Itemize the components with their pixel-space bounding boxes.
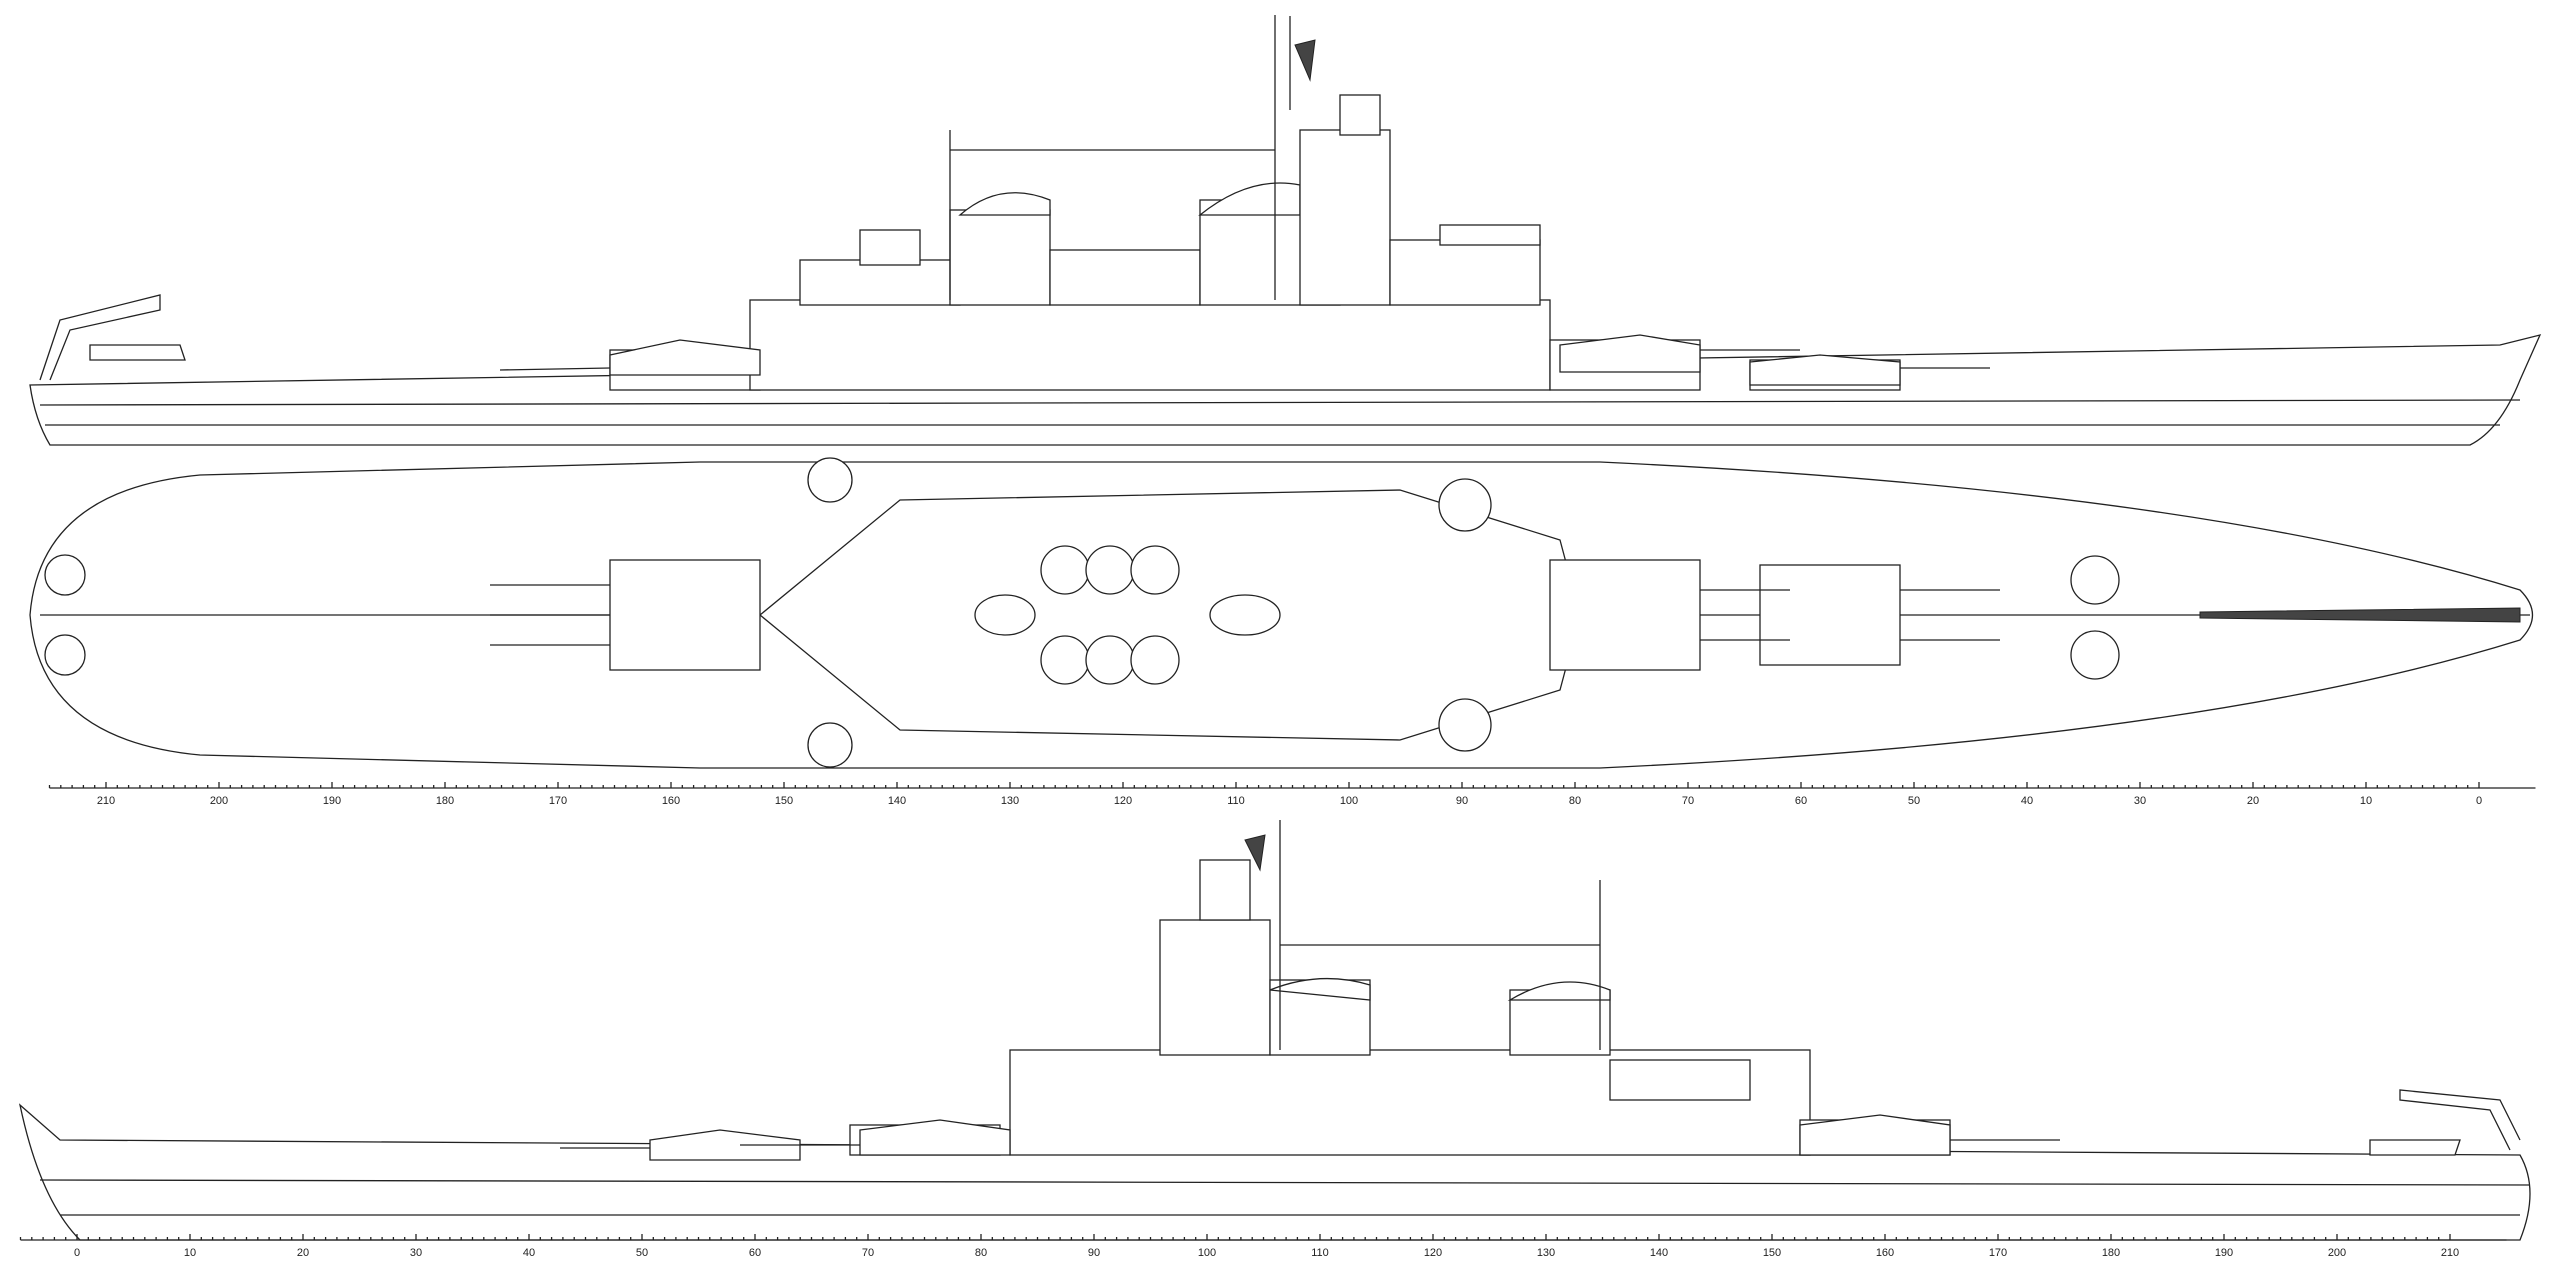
superstructure-bottom	[849, 820, 1951, 1156]
aircraft-top	[89, 344, 186, 361]
scale-label: 120	[1114, 795, 1132, 807]
main-guns-top	[499, 334, 1990, 386]
scale-label: 60	[1795, 795, 1807, 807]
scale-label: 210	[2441, 1247, 2459, 1259]
scale-label: 180	[436, 795, 454, 807]
scale-label: 130	[1001, 795, 1019, 807]
profile-view-top	[29, 15, 2542, 446]
scale-label: 170	[1989, 1247, 2007, 1259]
crane-bottom	[2399, 1089, 2521, 1151]
scale-label: 190	[2215, 1247, 2233, 1259]
scale-label: 40	[523, 1247, 535, 1259]
scale-label: 70	[862, 1247, 874, 1259]
scale-label: 10	[2360, 795, 2372, 807]
scale-label: 30	[2134, 795, 2146, 807]
scale-label: 90	[1456, 795, 1468, 807]
scale-label: 80	[975, 1247, 987, 1259]
scale-label: 210	[97, 795, 115, 807]
scale-label: 50	[1908, 795, 1920, 807]
scale-label: 150	[775, 795, 793, 807]
scale-label: 200	[210, 795, 228, 807]
scale-label: 200	[2328, 1247, 2346, 1259]
scale-label: 0	[74, 1247, 80, 1259]
scale-label: 110	[1227, 795, 1245, 807]
scale-label: 20	[2247, 795, 2259, 807]
scale-label: 50	[636, 1247, 648, 1259]
scale-label: 60	[749, 1247, 761, 1259]
scale-label: 90	[1088, 1247, 1100, 1259]
plan-view	[29, 457, 2534, 769]
scale-label: 150	[1763, 1247, 1781, 1259]
scale-label: 140	[888, 795, 906, 807]
aircraft-bottom	[2369, 1139, 2461, 1156]
scale-label: 0	[2476, 795, 2482, 807]
scale-label: 70	[1682, 795, 1694, 807]
superstructure-top	[609, 15, 1901, 391]
anchor-chain-plan	[2199, 607, 2521, 623]
turret-barrels-plan	[490, 584, 2000, 646]
scale-label: 160	[1876, 1247, 1894, 1259]
scale-label: 180	[2102, 1247, 2120, 1259]
crane-top	[39, 294, 161, 381]
scale-label: 40	[2021, 795, 2033, 807]
main-guns-bottom	[560, 1114, 2060, 1161]
scale-label: 110	[1311, 1247, 1329, 1259]
scale-label: 140	[1650, 1247, 1668, 1259]
profile-view-bottom	[18, 820, 2531, 1241]
scale-label: 10	[184, 1247, 196, 1259]
scale-label: 100	[1198, 1247, 1216, 1259]
scale-label: 30	[410, 1247, 422, 1259]
secondary-mounts-plan	[44, 457, 2120, 768]
scale-label: 190	[323, 795, 341, 807]
scale-label: 160	[662, 795, 680, 807]
scale-label: 100	[1340, 795, 1358, 807]
scale-bottom: 0 10 20 30 40 50 60 70 80 90 100 110 120 130 140 150 160…	[19, 1234, 2507, 1259]
scale-label: 80	[1569, 795, 1581, 807]
scale-label: 20	[297, 1247, 309, 1259]
scale-label: 170	[549, 795, 567, 807]
scale-label: 130	[1537, 1247, 1555, 1259]
scale-label: 120	[1424, 1247, 1442, 1259]
